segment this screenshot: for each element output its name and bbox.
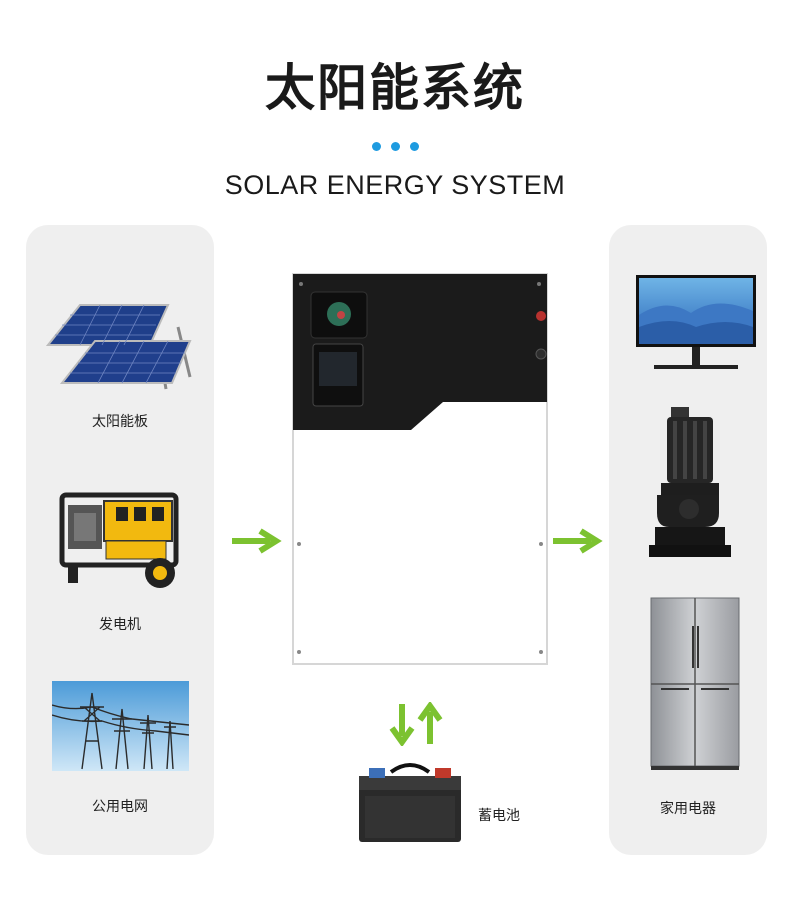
solar-panel-icon [40, 297, 200, 392]
output-arrow-icon [551, 528, 605, 554]
page-subtitle: SOLAR ENERGY SYSTEM [0, 170, 790, 201]
battery-label: 蓄电池 [478, 805, 520, 825]
monitor-icon [636, 275, 758, 373]
inverter-unit-icon [291, 272, 551, 668]
source-label-generator: 发电机 [26, 614, 214, 634]
power-grid-icon [52, 681, 189, 771]
load-label-appliances: 家用电器 [609, 798, 767, 818]
dot [391, 142, 400, 151]
sources-panel: 太阳能板 发电机 公用电网 [26, 225, 214, 855]
title-dots [0, 136, 790, 155]
water-pump-icon [649, 403, 731, 561]
loads-panel: 家用电器 [609, 225, 767, 855]
source-label-grid: 公用电网 [26, 796, 214, 816]
page-title: 太阳能系统 [0, 48, 790, 120]
dot [410, 142, 419, 151]
source-label-solar: 太阳能板 [26, 411, 214, 431]
input-arrow-icon [230, 528, 284, 554]
refrigerator-icon [649, 596, 741, 771]
dot [372, 142, 381, 151]
charge-discharge-arrows-icon [388, 702, 444, 746]
generator-icon [54, 483, 184, 593]
battery-icon [355, 758, 465, 846]
